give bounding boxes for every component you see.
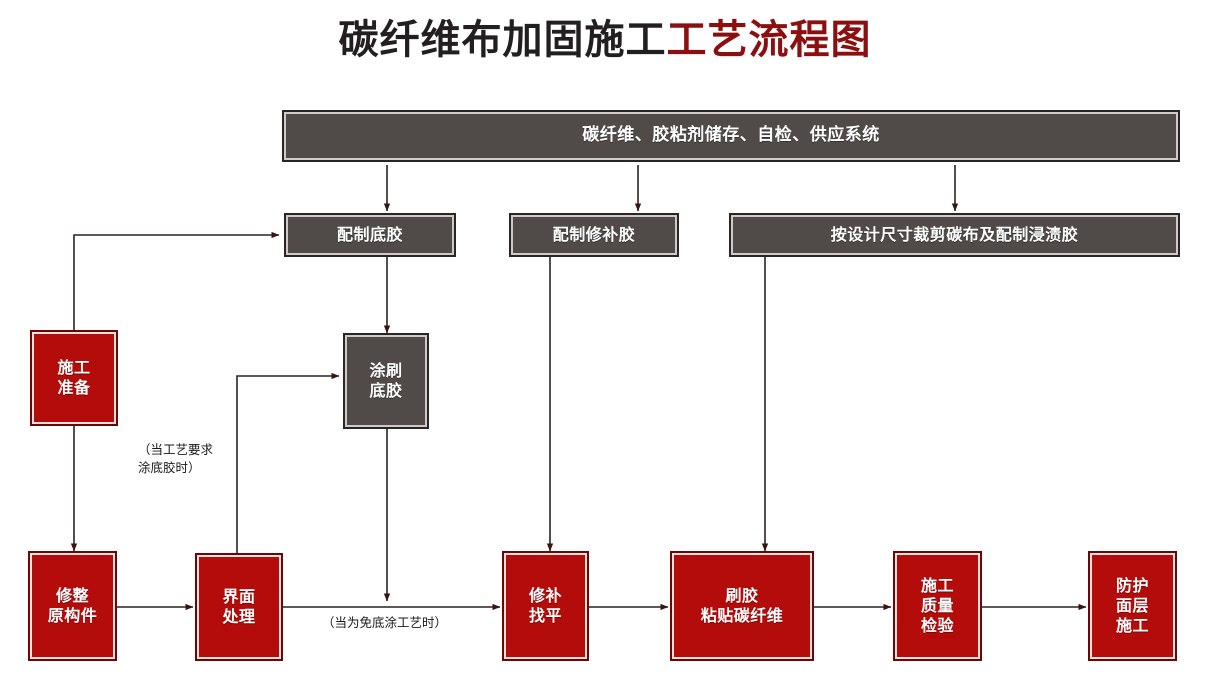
node-construction-prep[interactable]: 施工 准备	[30, 330, 118, 426]
node-protective-layer-label: 防护 面层 施工	[1115, 576, 1149, 635]
node-quality-inspection-label: 施工 质量 检验	[920, 576, 954, 635]
node-construction-prep-label: 施工 准备	[57, 358, 91, 397]
wire-interface-to-brush-primer	[236, 372, 340, 553]
node-cut-carbon-cloth-label: 按设计尺寸裁剪碳布及配制浸渍胶	[830, 225, 1079, 245]
node-patch-level-label: 修补 找平	[528, 586, 562, 625]
node-supply-system[interactable]: 碳纤维、胶粘剂储存、自检、供应系统	[282, 110, 1180, 162]
node-repair-member[interactable]: 修整 原构件	[28, 551, 117, 661]
node-glue-paste-fiber[interactable]: 刷胶 粘贴碳纤维	[670, 551, 814, 661]
node-quality-inspection[interactable]: 施工 质量 检验	[893, 551, 982, 661]
annotation-primer-required: （当工艺要求 涂底胶时）	[138, 442, 214, 476]
node-supply-system-label: 碳纤维、胶粘剂储存、自检、供应系统	[582, 125, 880, 146]
node-interface-treatment-label: 界面 处理	[222, 587, 256, 626]
node-interface-treatment[interactable]: 界面 处理	[195, 553, 283, 661]
node-cut-carbon-cloth[interactable]: 按设计尺寸裁剪碳布及配制浸渍胶	[729, 213, 1180, 257]
page-title-dark-segment: 碳纤维布加固施工	[338, 17, 667, 63]
node-mix-primer[interactable]: 配制底胶	[284, 213, 456, 257]
annotation-primer-free: （当为免底涂工艺时）	[322, 615, 448, 630]
node-mix-primer-label: 配制底胶	[336, 225, 403, 245]
node-glue-paste-fiber-label: 刷胶 粘贴碳纤维	[700, 586, 784, 625]
node-mix-repair-glue[interactable]: 配制修补胶	[509, 213, 679, 257]
node-brush-primer-label: 涂刷 底胶	[369, 361, 403, 400]
node-mix-repair-glue-label: 配制修补胶	[552, 225, 636, 245]
wire-prep-to-mix-primer	[73, 231, 280, 330]
node-brush-primer[interactable]: 涂刷 底胶	[343, 333, 429, 429]
node-protective-layer[interactable]: 防护 面层 施工	[1088, 551, 1177, 661]
page-title-red-segment: 工艺流程图	[666, 17, 872, 63]
node-repair-member-label: 修整 原构件	[47, 586, 98, 625]
node-patch-level[interactable]: 修补 找平	[502, 551, 589, 661]
page-title: 碳纤维布加固施工工艺流程图	[0, 14, 1210, 66]
